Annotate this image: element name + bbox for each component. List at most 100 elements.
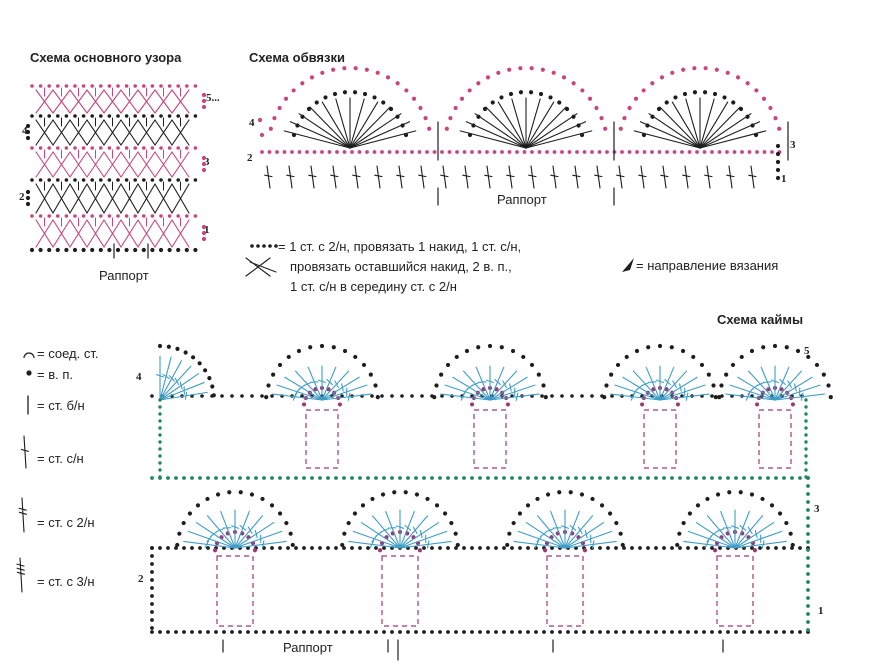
chain-dot: [47, 247, 52, 253]
chain-dot: [382, 476, 386, 480]
chain-dot: [806, 500, 810, 504]
fan-tr: [706, 515, 736, 549]
fan-tr: [774, 366, 790, 401]
chain-dot: [622, 630, 626, 634]
chain-dot: [346, 520, 351, 526]
chain-dot: [158, 468, 162, 472]
chain-dot: [47, 114, 51, 118]
chain-dot: [294, 630, 298, 634]
edging-rapport-label: Раппорт: [497, 192, 547, 207]
fan-tr: [489, 370, 518, 401]
chain-dot: [712, 548, 718, 553]
cross-stitch: [69, 119, 88, 146]
chain-dot: [654, 630, 658, 634]
chain-dot: [769, 503, 775, 508]
chain-dot: [790, 402, 796, 407]
stitch-tick: [763, 381, 772, 383]
chain-dot: [286, 546, 290, 550]
chain-dot: [804, 447, 808, 451]
chain-dot: [38, 114, 43, 118]
fan-stitch: [335, 98, 351, 149]
fan-tr: [195, 522, 236, 549]
fan-tr: [774, 393, 825, 401]
chain-dot: [390, 630, 394, 634]
chain-dot: [56, 84, 60, 88]
chain-dot: [47, 178, 51, 182]
chain-dot: [124, 214, 129, 218]
stitch-tick: [264, 174, 273, 178]
edging-dc: [464, 165, 469, 189]
chain-dot: [381, 100, 386, 105]
stitch-tick: [374, 174, 383, 178]
chain-dot: [440, 394, 444, 398]
chain-dot: [432, 150, 437, 154]
chain-dot: [201, 155, 207, 161]
chain-dot: [182, 476, 186, 480]
chain-dot: [406, 630, 410, 634]
chain-dot: [26, 370, 32, 376]
fan-tr: [399, 515, 429, 549]
chain-dot: [597, 150, 602, 154]
chain-dot: [806, 596, 810, 600]
chain-dot: [254, 476, 258, 480]
chain-dot: [73, 214, 77, 218]
chain-dot: [510, 546, 514, 550]
chain-dot: [238, 490, 243, 495]
chain-dot: [373, 383, 378, 388]
chain-dot: [598, 630, 602, 634]
legend-sc: = ст. б/н: [37, 398, 85, 413]
chain-dot: [582, 630, 586, 634]
edging-row-1: 1: [781, 173, 787, 185]
chain-dot: [200, 394, 204, 398]
chain-dot: [269, 503, 275, 508]
chain-dot: [566, 476, 570, 480]
cross-stitch: [154, 119, 173, 146]
chain-dot: [183, 350, 188, 355]
fan-tr: [440, 393, 491, 401]
chain-dot: [471, 123, 476, 128]
stitch-tick: [726, 174, 735, 178]
cross-stitch: [35, 183, 54, 214]
chain-dot: [141, 247, 146, 253]
chain-dot: [334, 630, 338, 634]
chain-dot: [174, 476, 178, 480]
chain-dot: [190, 355, 196, 360]
edging-dc: [332, 165, 337, 189]
edging-dc: [640, 165, 645, 189]
chain-dot: [790, 546, 794, 550]
chain-dot: [215, 492, 221, 497]
cross-stitch: [103, 151, 122, 178]
chain-dot: [309, 75, 315, 80]
fan-tr: [234, 530, 283, 549]
chain-dot: [158, 447, 162, 451]
chain-dot: [430, 546, 434, 550]
cross-stitch: [120, 219, 139, 248]
chain-dot: [590, 630, 594, 634]
chain-dot: [522, 150, 527, 154]
stitch-tick: [515, 392, 519, 401]
chain-dot: [476, 345, 481, 350]
chain-dot: [485, 75, 491, 80]
chain-dot: [25, 123, 31, 129]
chain-dot: [124, 114, 129, 118]
chain-dot: [246, 476, 250, 480]
chain-dot: [395, 114, 400, 119]
fan-tr: [687, 530, 736, 549]
chain-dot: [107, 214, 112, 218]
fan-tr: [489, 366, 505, 401]
fan-tr: [294, 370, 323, 401]
stitch-tick: [254, 529, 258, 539]
chain-dot: [193, 214, 198, 218]
stitch-tick: [800, 392, 804, 401]
fan-tr: [234, 522, 275, 549]
cross-stitch: [171, 219, 190, 248]
chain-dot: [342, 476, 346, 480]
chain-dot: [766, 546, 770, 550]
chain-dot: [669, 345, 674, 350]
main-row-2: 2: [19, 191, 25, 203]
chain-dot: [214, 476, 218, 480]
chain-dot: [560, 150, 564, 154]
chain-dot: [530, 150, 534, 154]
chain-dot: [73, 178, 77, 182]
main-row-4: 4: [22, 125, 28, 137]
